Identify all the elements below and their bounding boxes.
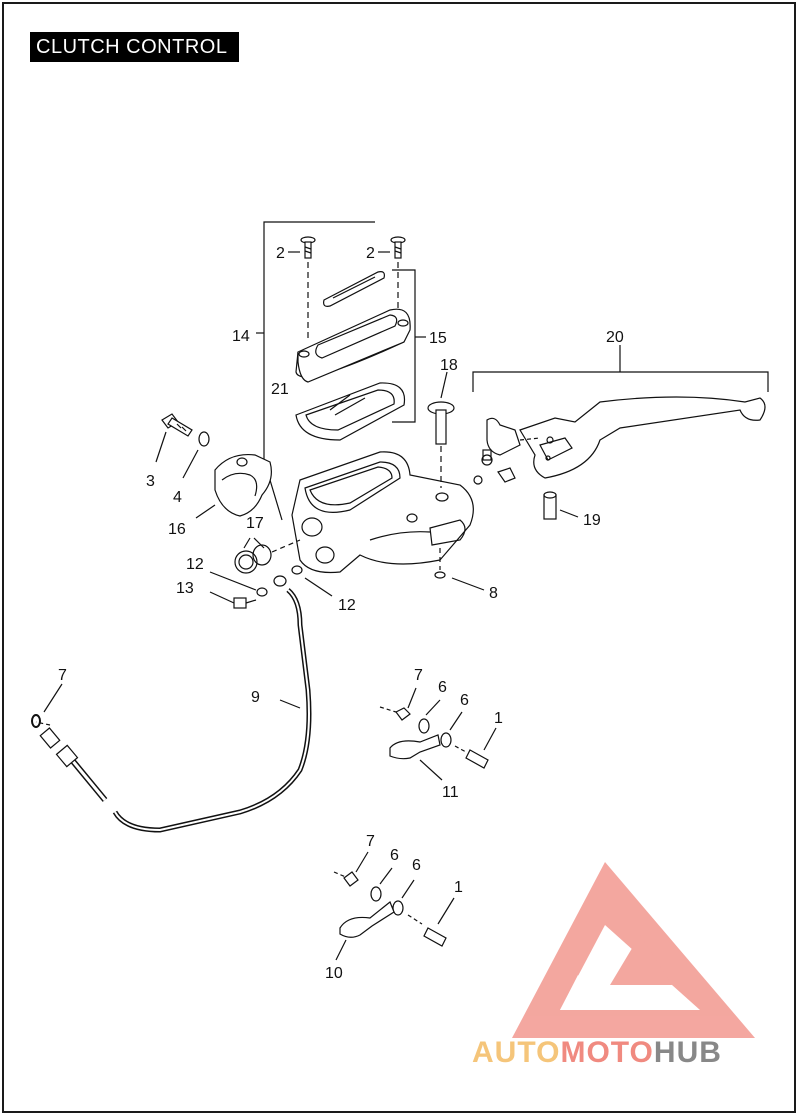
- washer-icon: [256, 587, 268, 597]
- master-cylinder-icon: [291, 451, 474, 574]
- banjo-bolt-icon: [209, 591, 257, 609]
- callout-label: 12: [186, 556, 204, 573]
- callout-label: 12: [338, 597, 356, 614]
- bushing-icon: [543, 491, 579, 520]
- clutch-hose-icon: [35, 588, 312, 833]
- callout-label: 17: [246, 515, 264, 532]
- callout-label: 21: [271, 381, 289, 398]
- callout-label: 19: [583, 512, 601, 529]
- hose-clip-upper-icon: [379, 687, 497, 781]
- o-ring-icon: [31, 714, 41, 728]
- callout-label: 7: [58, 667, 67, 684]
- callout-label: 13: [176, 580, 194, 597]
- callout-label: 18: [440, 357, 458, 374]
- hose-clip-lower-icon: [333, 851, 455, 961]
- clutch-lever-icon: [473, 396, 766, 485]
- watermark-logo-icon: [512, 862, 755, 1038]
- callout-label: 6: [412, 857, 421, 874]
- pivot-pin-icon: [427, 371, 455, 488]
- gasket-icon: [295, 382, 406, 441]
- handlebar-clamp-icon: [195, 453, 272, 519]
- callout-label: 3: [146, 473, 155, 490]
- screw-icon: [390, 236, 406, 330]
- washer-icon: [198, 431, 210, 447]
- callout-label: 2: [366, 245, 375, 262]
- sight-glass-icon: [323, 271, 385, 307]
- callout-label: 10: [325, 965, 343, 982]
- screw-icon: [300, 236, 316, 340]
- watermark-part-3: HUB: [653, 1036, 722, 1069]
- callout-label: 1: [494, 710, 503, 727]
- callout-label: 20: [606, 329, 624, 346]
- watermark-text: AUTOMOTOHUB: [472, 1036, 722, 1070]
- callout-label: 14: [232, 328, 250, 345]
- reservoir-cover-icon: [295, 308, 411, 383]
- callout-label: 9: [251, 689, 260, 706]
- callout-label: 16: [168, 521, 186, 538]
- callout-label: 7: [366, 833, 375, 850]
- watermark-part-2: MOTO: [560, 1036, 654, 1069]
- retaining-clip-icon: [434, 571, 446, 579]
- callout-label: 6: [438, 679, 447, 696]
- callout-label: 2: [276, 245, 285, 262]
- watermark-part-1: AUTO: [472, 1036, 561, 1069]
- callout-label: 11: [442, 784, 459, 801]
- reservoir-cap-icon: [234, 537, 301, 574]
- callout-label: 15: [429, 330, 447, 347]
- clamp-bolt-icon: [155, 413, 193, 463]
- callout-label: 6: [390, 847, 399, 864]
- callout-label: 1: [454, 879, 463, 896]
- callout-label: 8: [489, 585, 498, 602]
- washer-icon: [291, 565, 303, 575]
- callout-label: 7: [414, 667, 423, 684]
- banjo-fitting-icon: [273, 575, 287, 587]
- callout-label: 4: [173, 489, 182, 506]
- callout-label: 6: [460, 692, 469, 709]
- page-title: CLUTCH CONTROL: [30, 32, 240, 62]
